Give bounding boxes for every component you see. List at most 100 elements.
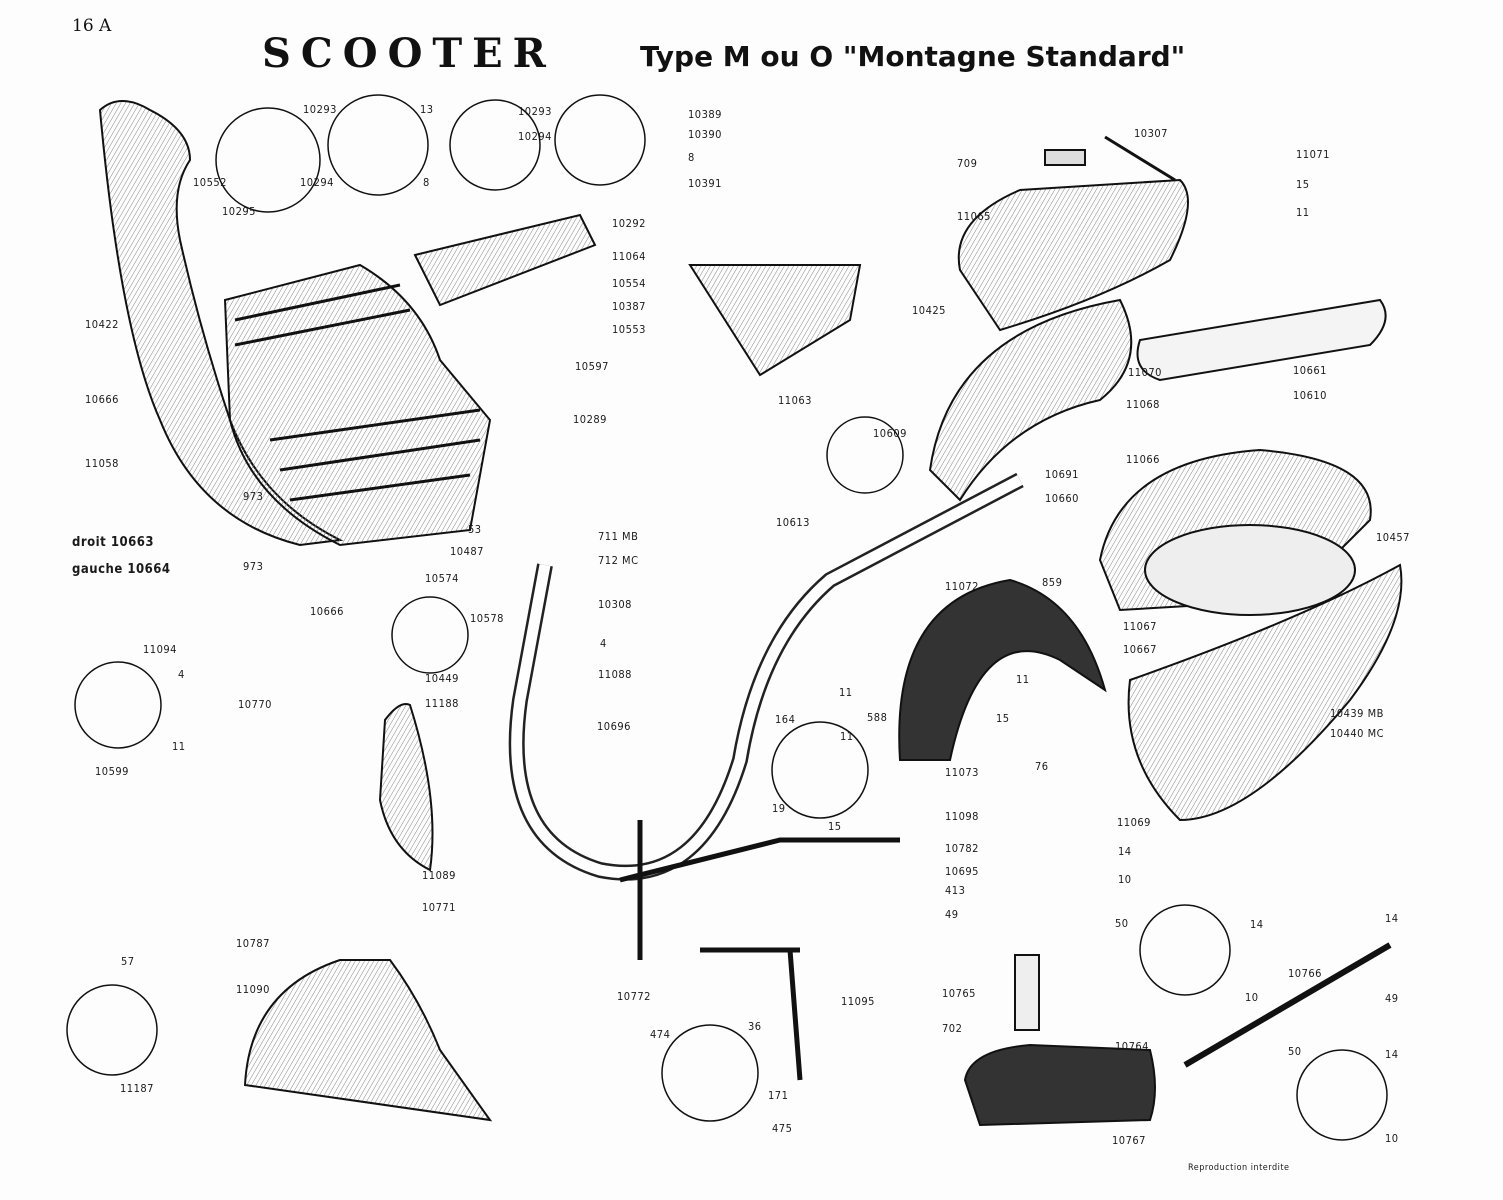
part-number-label: 702	[942, 1022, 963, 1035]
part-number-label: 50	[1288, 1045, 1302, 1058]
part-number-label: 36	[748, 1020, 762, 1033]
part-number-label: 10457	[1376, 531, 1410, 544]
part-number-label: 10449	[425, 672, 459, 685]
part-number-label: 164	[775, 713, 796, 726]
detail-circle	[661, 1024, 759, 1122]
part-number-label: 10390	[688, 128, 722, 141]
part-number-label: 10	[1245, 991, 1259, 1004]
page-subtitle: Type M ou O "Montagne Standard"	[640, 40, 1186, 73]
part-number-label: 10425	[912, 304, 946, 317]
detail-circle	[1296, 1049, 1388, 1141]
part-number-label: 10	[1118, 873, 1132, 886]
part-number-label: 11065	[957, 210, 991, 223]
part-number-label: 11064	[612, 250, 646, 263]
horn-cover	[378, 703, 434, 872]
footrest-plate	[413, 213, 597, 307]
part-number-label: 11073	[945, 766, 979, 779]
part-number-label: 10766	[1288, 967, 1322, 980]
part-number-label: 14	[1385, 912, 1399, 925]
part-number-label: 10597	[575, 360, 609, 373]
battery-box	[963, 1043, 1156, 1127]
side-panel	[1127, 563, 1403, 822]
part-number-label: 11066	[1126, 453, 1160, 466]
front-fender-rear	[898, 578, 1107, 761]
part-number-label: 10772	[617, 990, 651, 1003]
detail-circle	[826, 416, 904, 494]
part-number-label: 11089	[422, 869, 456, 882]
part-number-label: 10696	[597, 720, 631, 733]
part-number-label: 49	[945, 908, 959, 921]
part-number-label: 10787	[236, 937, 270, 950]
part-number-label: 11098	[945, 810, 979, 823]
part-number-label: 10295	[222, 205, 256, 218]
part-number-label: 11069	[1117, 816, 1151, 829]
part-number-label: 10599	[95, 765, 129, 778]
part-number-label: 4	[600, 637, 607, 650]
part-number-label: 10613	[776, 516, 810, 529]
part-number-label: 14	[1385, 1048, 1399, 1061]
part-number-label: 8	[688, 151, 695, 164]
footrest-plate-2	[688, 264, 862, 377]
seat-plate	[1136, 298, 1387, 382]
part-number-label: 11071	[1296, 148, 1330, 161]
part-number-label: 13	[420, 103, 434, 116]
part-number-label: 973	[243, 560, 264, 573]
part-number-label: 14	[1250, 918, 1264, 931]
part-number-label: 11058	[85, 457, 119, 470]
part-number-label: 10289	[573, 413, 607, 426]
part-number-label: 10609	[873, 427, 907, 440]
rod-10766	[1183, 942, 1392, 1068]
part-number-label: 53	[468, 523, 482, 536]
part-number-label: 171	[768, 1089, 789, 1102]
part-number-label: 10440 MC	[1330, 727, 1385, 740]
part-number-label: 15	[1296, 178, 1310, 191]
part-number-label: 10666	[85, 393, 119, 406]
part-number-label: 11188	[425, 697, 459, 710]
part-number-label: 49	[1385, 992, 1399, 1005]
part-number-label: 709	[957, 157, 978, 170]
part-number-label: 10782	[945, 842, 979, 855]
part-number-label: 11	[839, 686, 853, 699]
part-number-label: 19	[772, 802, 786, 815]
part-number-label: 973	[243, 490, 264, 503]
part-number-label: 10661	[1293, 364, 1327, 377]
fuel-tank	[957, 178, 1189, 332]
part-number-label: 711 MB	[598, 530, 639, 543]
part-number-label: 10666	[310, 605, 344, 618]
part-number-label: 10667	[1123, 643, 1157, 656]
part-number-label: 11068	[1126, 398, 1160, 411]
tube-10765	[1014, 954, 1040, 1031]
part-number-label: 10387	[612, 300, 646, 313]
part-number-label: 10610	[1293, 389, 1327, 402]
part-number-label: 10771	[422, 901, 456, 914]
detail-circle	[1139, 904, 1231, 996]
part-number-label: 10487	[450, 545, 484, 558]
frame-lower	[619, 820, 900, 1081]
part-number-label: 11095	[841, 995, 875, 1008]
part-number-label: 11187	[120, 1082, 154, 1095]
part-number-label: 11090	[236, 983, 270, 996]
detail-circle	[74, 661, 162, 749]
part-number-label: 10308	[598, 598, 632, 611]
front-mudguard	[243, 959, 493, 1122]
part-number-label: 413	[945, 884, 966, 897]
page-title: SCOOTER	[262, 30, 556, 77]
part-number-label: 10578	[470, 612, 504, 625]
part-number-label: gauche 10664	[72, 562, 171, 577]
part-number-label: 11070	[1128, 366, 1162, 379]
part-number-label: 14	[1118, 845, 1132, 858]
part-number-label: 10574	[425, 572, 459, 585]
part-number-label: 11094	[143, 643, 177, 656]
part-number-label: 588	[867, 711, 888, 724]
part-number-label: 4	[178, 668, 185, 681]
part-number-label: 57	[121, 955, 135, 968]
part-number-label: 10	[1385, 1132, 1399, 1145]
rod-10307	[1104, 135, 1176, 182]
part-number-label: 8	[423, 176, 430, 189]
part-number-label: 10660	[1045, 492, 1079, 505]
part-number-label: 10553	[612, 323, 646, 336]
part-number-label: 10294	[518, 130, 552, 143]
part-number-label: droit 10663	[72, 535, 155, 550]
